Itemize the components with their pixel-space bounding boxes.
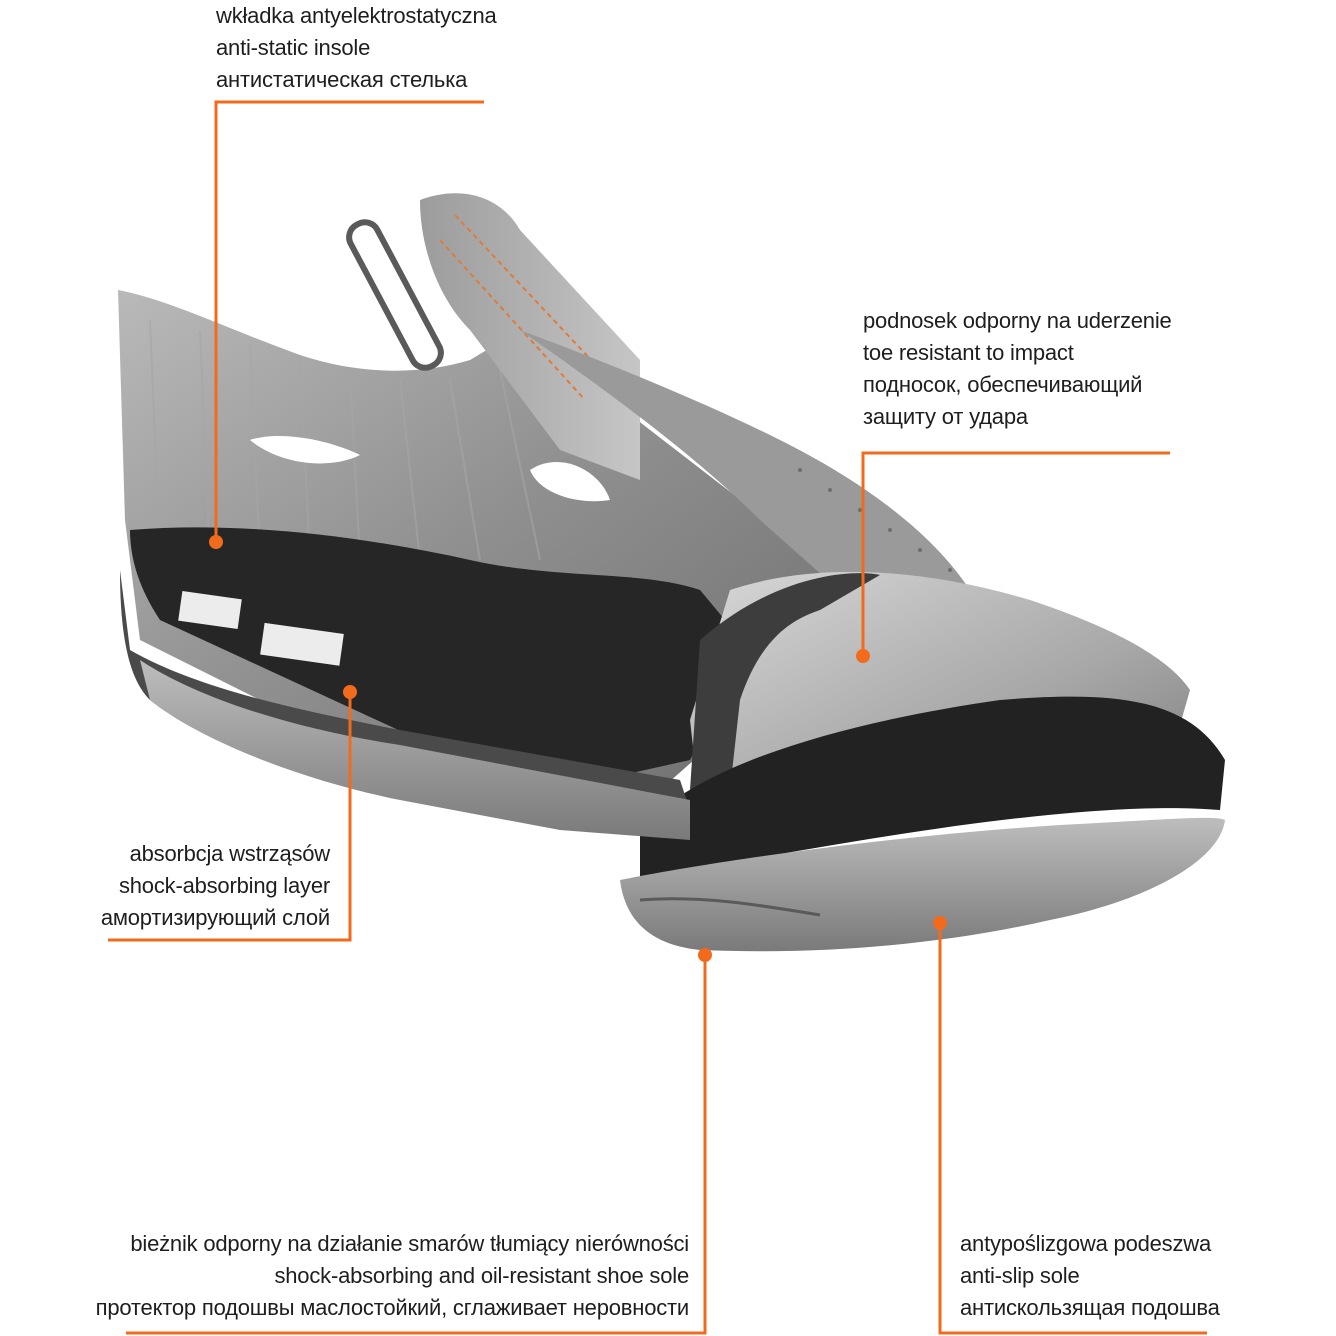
- shock-dot: [343, 685, 357, 699]
- insole-label-ru: антистатическая стелька: [216, 67, 468, 92]
- antislip-label-ru: антискользящая подошва: [960, 1295, 1220, 1320]
- toecap-label-ru-2: защиту от удара: [863, 404, 1028, 429]
- callout-lines: [108, 100, 1207, 1335]
- tread-label-en: shock-absorbing and oil-resistant shoe s…: [274, 1263, 689, 1288]
- insole-label-pl: wkładka antyelektrostatyczna: [216, 3, 497, 28]
- shoe-sole: [120, 570, 1225, 952]
- tread-leader: [126, 955, 707, 1335]
- antislip-label-pl: antypoślizgowa podeszwa: [960, 1231, 1211, 1256]
- tread-dot: [698, 948, 712, 962]
- callout-antislip: antypoślizgowa podeszwa anti-slip sole а…: [960, 1228, 1220, 1324]
- tread-label-pl: bieżnik odporny na działanie smarów tłum…: [130, 1231, 689, 1256]
- callout-toecap: podnosek odporny na uderzenie toe resist…: [863, 305, 1172, 433]
- antislip-leader: [938, 923, 1207, 1335]
- shock-label-ru: амортизирующий слой: [100, 905, 330, 930]
- insole-shape: [130, 527, 750, 780]
- toecap-label-en: toe resistant to impact: [863, 340, 1074, 365]
- toe-cap: [640, 571, 1225, 880]
- tread-label-ru: протектор подошвы маслостойкий, сглажива…: [95, 1295, 690, 1320]
- insole-leader: [214, 100, 484, 540]
- callout-shock: absorbcja wstrząsów shock-absorbing laye…: [101, 838, 330, 934]
- toecap-dot: [856, 649, 870, 663]
- callout-tread: bieżnik odporny na działanie smarów tłum…: [95, 1228, 690, 1324]
- toecap-label-pl: podnosek odporny na uderzenie: [863, 308, 1172, 333]
- shock-leader: [108, 693, 352, 942]
- toecap-leader: [861, 451, 1170, 655]
- toecap-label-ru-1: подносок, обеспечивающий: [863, 372, 1143, 397]
- shock-label-pl: absorbcja wstrząsów: [129, 841, 331, 866]
- insole-dot: [209, 535, 223, 549]
- antislip-label-en: anti-slip sole: [960, 1263, 1080, 1288]
- insole-label-en: anti-static insole: [216, 35, 371, 60]
- antislip-dot: [933, 916, 947, 930]
- shock-label-en: shock-absorbing layer: [118, 873, 330, 898]
- callout-insole: wkładka antyelektrostatyczna anti-static…: [216, 0, 497, 96]
